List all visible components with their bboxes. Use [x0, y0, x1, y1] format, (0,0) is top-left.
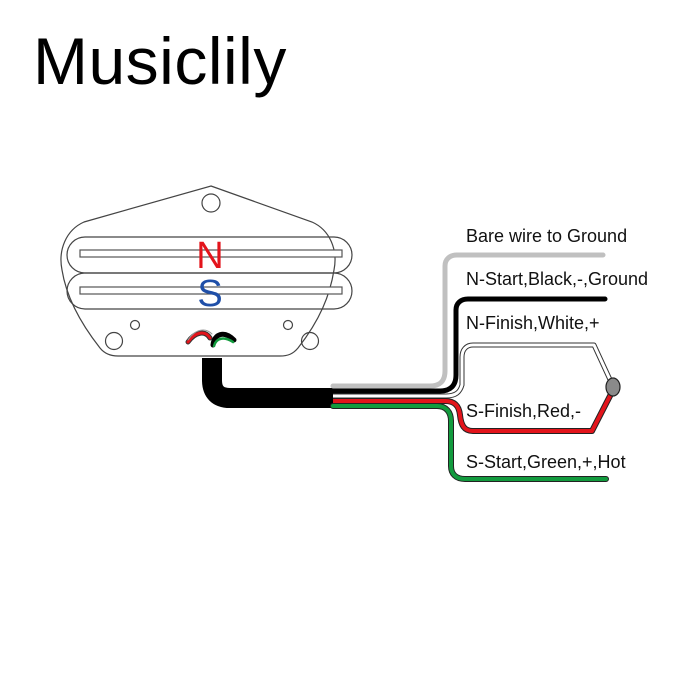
label-s-finish: S-Finish,Red,-	[466, 401, 581, 421]
wire-red	[333, 391, 614, 433]
series-junction-icon	[605, 377, 621, 397]
cable-jacket	[202, 358, 335, 408]
label-n-finish: N-Finish,White,+	[466, 313, 600, 333]
wire-bare	[330, 252, 606, 389]
wire-white	[333, 343, 614, 398]
brand-title: Musiclily	[33, 24, 287, 98]
lead-wires	[185, 329, 237, 348]
label-s-start: S-Start,Green,+,Hot	[466, 452, 626, 472]
coil-south	[66, 272, 353, 310]
label-bare-wire: Bare wire to Ground	[466, 226, 627, 246]
pickup-baseplate	[60, 185, 336, 357]
label-n-start: N-Start,Black,-,Ground	[466, 269, 648, 289]
wire-black	[330, 296, 608, 394]
wire-green	[331, 404, 608, 481]
south-pole-label: S	[197, 273, 222, 315]
north-pole-label: N	[196, 235, 223, 277]
